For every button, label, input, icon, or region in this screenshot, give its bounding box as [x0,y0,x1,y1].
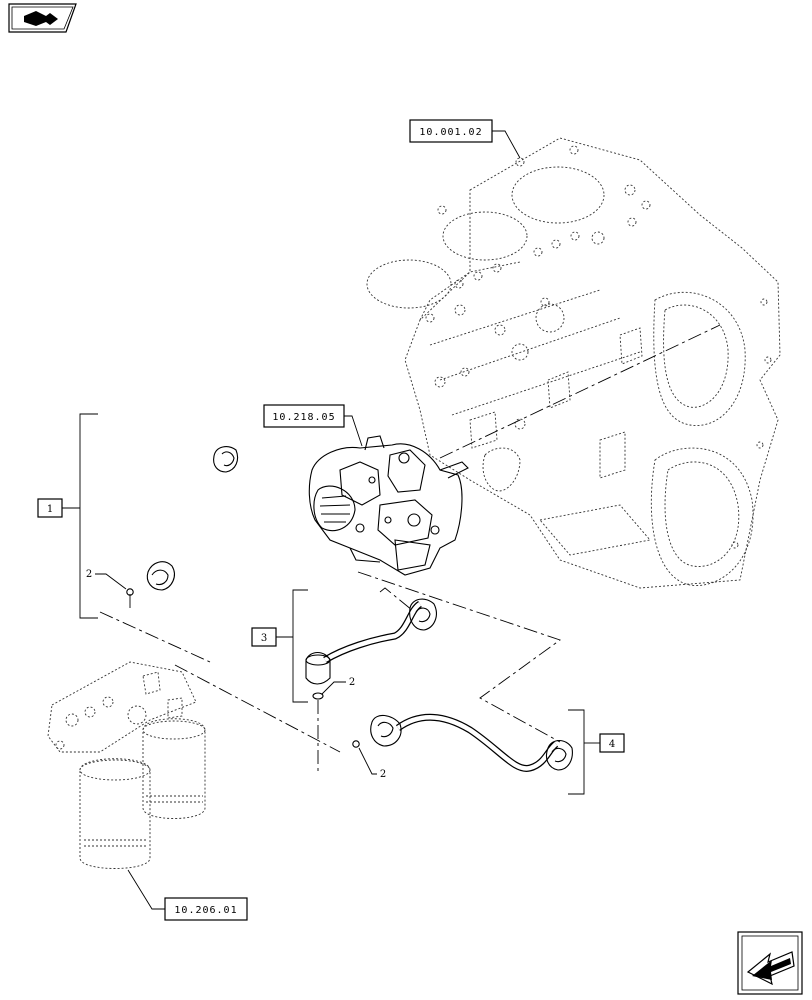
ref-label-engine-block[interactable]: 10.001.02 [409,119,521,159]
item-label-2c: 2 [358,747,386,780]
assembly-centerlines [99,571,561,772]
svg-text:1: 1 [47,504,53,515]
item-label-2a: 2 [86,569,127,590]
svg-text:3: 3 [261,633,267,644]
svg-text:10.001.02: 10.001.02 [419,127,482,138]
fuel-pipe-4 [352,713,573,772]
bracket-group-4 [568,709,600,795]
centerline-pump-engine [439,324,721,459]
ref-label-fuel-filter[interactable]: 10.206.01 [127,869,248,921]
bracket-group-1 [62,413,98,619]
engine-block-outline [366,137,781,589]
svg-text:2: 2 [349,677,355,688]
book-arrow-icon[interactable] [8,3,77,33]
svg-text:10.218.05: 10.218.05 [272,412,335,423]
bracket-group-3 [276,589,308,703]
next-page-arrow-icon[interactable] [737,931,803,995]
svg-text:2: 2 [86,569,92,580]
item-label-3[interactable]: 3 [251,627,277,647]
injection-pump [308,435,469,576]
svg-text:4: 4 [609,739,615,750]
fuel-pipe-1 [126,435,239,596]
svg-text:10.206.01: 10.206.01 [174,905,237,916]
svg-text:2: 2 [380,769,386,780]
fuel-filter-outline [47,661,206,869]
ref-label-injection-pump[interactable]: 10.218.05 [263,404,363,447]
item-label-1[interactable]: 1 [37,498,63,518]
item-label-4[interactable]: 4 [599,733,625,753]
item-label-2b: 2 [321,677,355,695]
fuel-pipe-3 [305,598,437,700]
